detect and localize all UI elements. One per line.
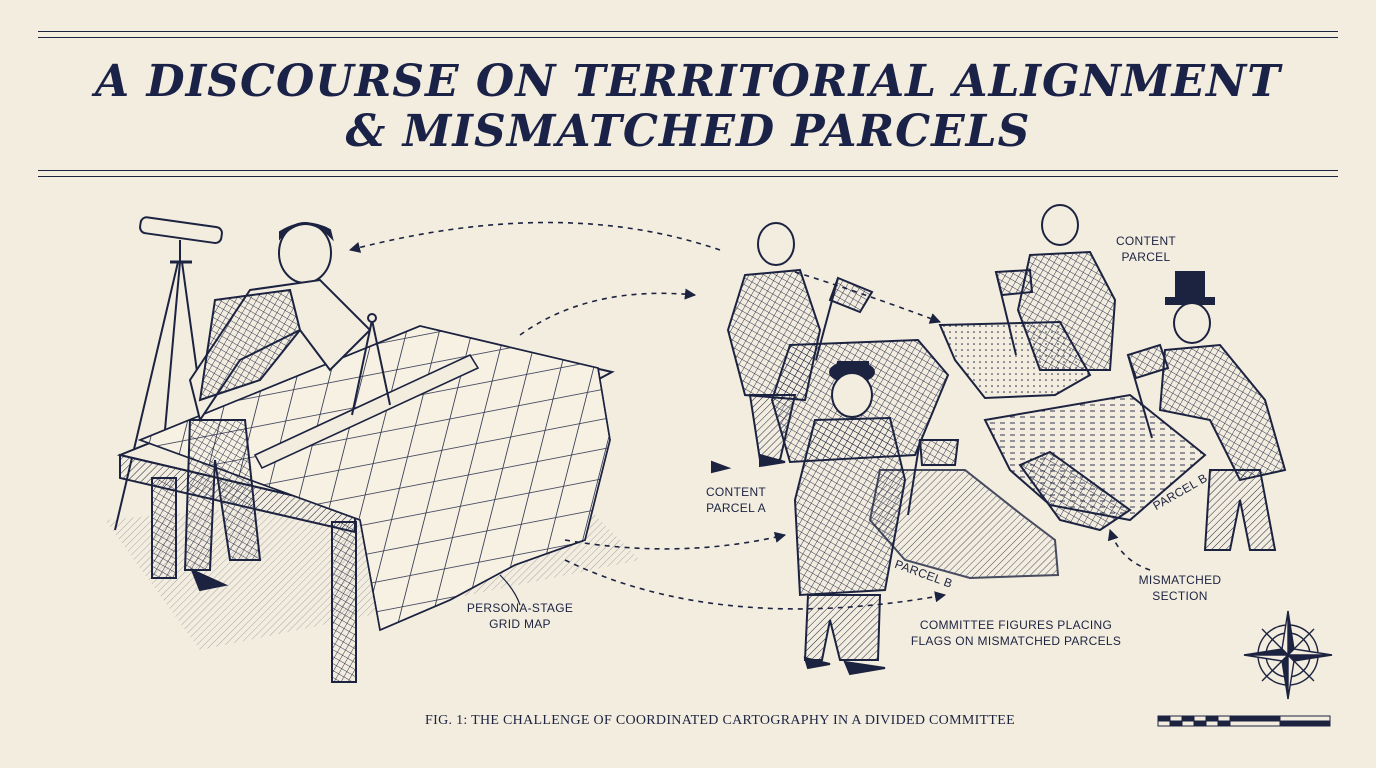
label-committee-figures-line-1: COMMITTEE FIGURES PLACING <box>919 618 1113 632</box>
telescope-icon <box>114 216 223 531</box>
grid-map <box>137 325 611 632</box>
figure-a <box>711 222 822 474</box>
label-content-parcel-line-2: PARCEL <box>1121 250 1171 265</box>
label-mismatched-section-line-2: SECTION <box>1152 589 1208 604</box>
label-persona-grid-map-line-2: GRID MAP <box>489 617 551 632</box>
page-title-line-1: A DISCOURSE ON TERRITORIAL ALIGNMENT <box>94 56 1281 107</box>
flag-icon <box>907 439 960 516</box>
label-mismatched-section: MISMATCHED SECTION <box>1139 572 1222 604</box>
compass-rose-icon <box>1243 610 1333 700</box>
header-rule-top <box>38 31 1338 32</box>
label-content-parcel: CONTENT PARCEL <box>1116 233 1176 265</box>
label-committee-figures: COMMITTEE FIGURES PLACING FLAGS ON MISMA… <box>911 617 1121 649</box>
label-content-parcel-line-1: CONTENT <box>1115 234 1177 248</box>
label-content-parcel-a-line-1: CONTENT <box>705 485 767 499</box>
header-rule-top-inner <box>38 37 1338 38</box>
label-content-parcel-a-line-2: PARCEL A <box>706 501 766 516</box>
label-content-parcel-a: CONTENT PARCEL A <box>706 484 766 516</box>
label-persona-grid-map-line-1: PERSONA-STAGE <box>466 601 574 615</box>
dashed-arrows <box>348 221 1151 610</box>
figure-caption: FIG. 1: THE CHALLENGE OF COORDINATED CAR… <box>425 713 1015 728</box>
flag-icon <box>1126 343 1170 439</box>
figure-c <box>1158 271 1287 551</box>
figure-d <box>793 361 907 676</box>
label-mismatched-section-line-1: MISMATCHED <box>1138 573 1222 587</box>
header-rule-bottom-inner <box>38 170 1338 171</box>
page-title-line-2: & MISMATCHED PARCELS <box>345 106 1031 157</box>
label-committee-figures-line-2: FLAGS ON MISMATCHED PARCELS <box>910 634 1122 649</box>
committee-figures <box>711 204 1287 676</box>
flag-icon <box>815 276 874 361</box>
header-rule-bottom <box>38 176 1338 177</box>
scale-bar-icon <box>1157 715 1331 727</box>
grid-map-leader <box>499 574 521 606</box>
dividers-icon <box>351 313 391 416</box>
flag-icon <box>994 268 1034 356</box>
figure-b <box>1016 204 1117 371</box>
surveyor-figure <box>183 222 391 592</box>
label-persona-grid-map: PERSONA-STAGE GRID MAP <box>467 600 573 632</box>
flags <box>815 268 1170 516</box>
